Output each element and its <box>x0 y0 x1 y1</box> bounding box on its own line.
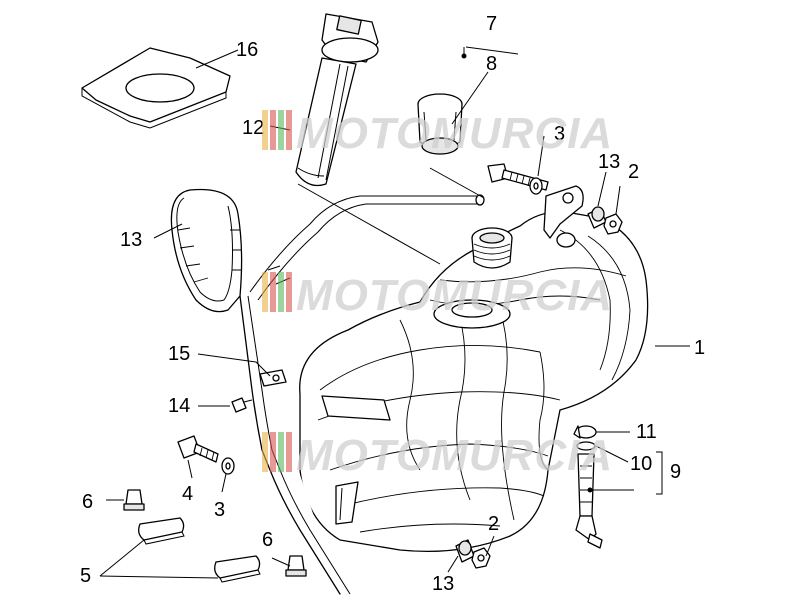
watermark-stripe <box>270 110 276 150</box>
callout-13-bottom: 13 <box>432 573 454 595</box>
callout-15: 15 <box>168 343 190 365</box>
part-3-washer-left <box>221 457 235 475</box>
part-16-gasket <box>81 47 231 129</box>
part-6-rubber-foot-left <box>123 489 145 511</box>
tank-mounting-bracket <box>543 185 584 239</box>
watermark-stripe <box>278 110 284 150</box>
callout-3-top: 3 <box>554 123 565 145</box>
watermark-stripe <box>286 110 292 150</box>
callout-2-top: 2 <box>628 161 639 183</box>
callout-12: 12 <box>242 117 264 139</box>
callout-13-left: 13 <box>120 229 142 251</box>
callout-14: 14 <box>168 395 190 417</box>
callout-8: 8 <box>486 53 497 75</box>
watermark-middle: MOTOMURCIA <box>262 271 613 320</box>
callout-11: 11 <box>636 421 657 443</box>
watermark-stripe <box>270 272 276 312</box>
callout-13-top: 13 <box>598 151 620 173</box>
callout-10: 10 <box>630 453 652 475</box>
callout-6-bottom: 6 <box>262 529 273 551</box>
part-8-fuel-cap <box>417 93 463 155</box>
callout-9: 9 <box>670 461 681 483</box>
part-15-clamp <box>259 369 287 387</box>
watermark-stripe <box>270 432 276 472</box>
watermark-text: MOTOMURCIA <box>296 271 613 320</box>
watermark-stripe <box>278 272 284 312</box>
callout-16: 16 <box>236 39 258 61</box>
callout-2-bottom: 2 <box>488 513 499 535</box>
part-4-bolt-left <box>177 435 219 463</box>
callout-4: 4 <box>182 483 193 505</box>
callout-3-left: 3 <box>214 499 225 521</box>
part-5-pad-right <box>214 555 261 583</box>
part-6-rubber-foot-bottom <box>285 555 307 577</box>
leader-12-to-tank <box>297 183 441 265</box>
watermark-stripe <box>278 432 284 472</box>
watermark-stripe <box>262 432 268 472</box>
callout-6-left: 6 <box>82 491 93 513</box>
watermark-top: MOTOMURCIA <box>262 109 613 158</box>
part-13-bushing-top <box>587 206 607 229</box>
part-1-fuel-tank <box>299 211 649 552</box>
callout-7: 7 <box>486 13 497 35</box>
watermark-stripe <box>286 432 292 472</box>
part-12-fuel-pump <box>295 13 379 187</box>
callout-numbers: 16 12 7 8 3 13 2 13 1 15 14 4 3 6 5 6 11… <box>80 13 705 595</box>
part-2-nut-bottom <box>471 547 491 569</box>
part-3-washer-top <box>529 177 543 195</box>
watermark-text: MOTOMURCIA <box>296 431 613 480</box>
part-14-screw <box>231 397 253 413</box>
part-10-fuel-filter <box>575 453 603 549</box>
callout-5: 5 <box>80 565 91 587</box>
callout-leaders <box>99 46 690 579</box>
callout-1: 1 <box>694 337 705 359</box>
part-5-pad-left <box>138 517 185 545</box>
watermark-text: MOTOMURCIA <box>296 109 613 158</box>
watermark-stripe <box>262 110 268 150</box>
watermark-stripe <box>262 272 268 312</box>
leader-dots <box>461 53 593 493</box>
watermark-bottom: MOTOMURCIA <box>262 431 613 480</box>
watermark-stripe <box>286 272 292 312</box>
part-10-o-ring <box>576 441 596 451</box>
